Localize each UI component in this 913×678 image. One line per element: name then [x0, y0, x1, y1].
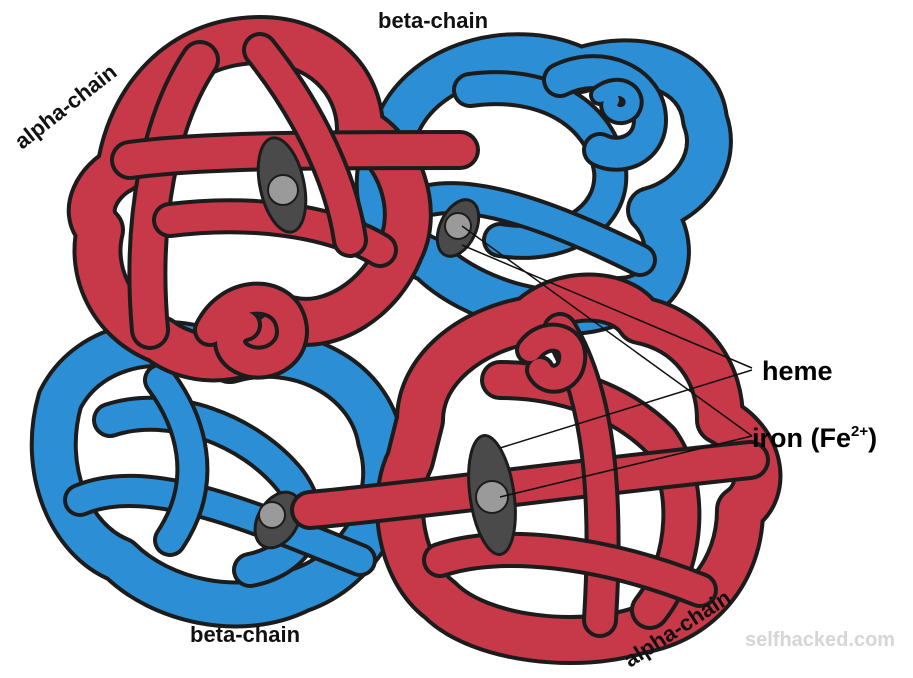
- beta-chain-label-top: beta-chain: [378, 8, 488, 33]
- iron-label: iron (Fe2+): [752, 423, 877, 453]
- beta-chain-label-bottom: beta-chain: [190, 622, 300, 647]
- heme-label: heme: [762, 356, 833, 386]
- iron-label-close: ): [868, 423, 877, 453]
- iron-label-superscript: 2+: [851, 423, 868, 440]
- iron-label-text: iron (Fe: [752, 423, 851, 453]
- beta-chain-bottom-ribbon: [54, 344, 385, 605]
- watermark: selfhacked.com: [745, 629, 895, 651]
